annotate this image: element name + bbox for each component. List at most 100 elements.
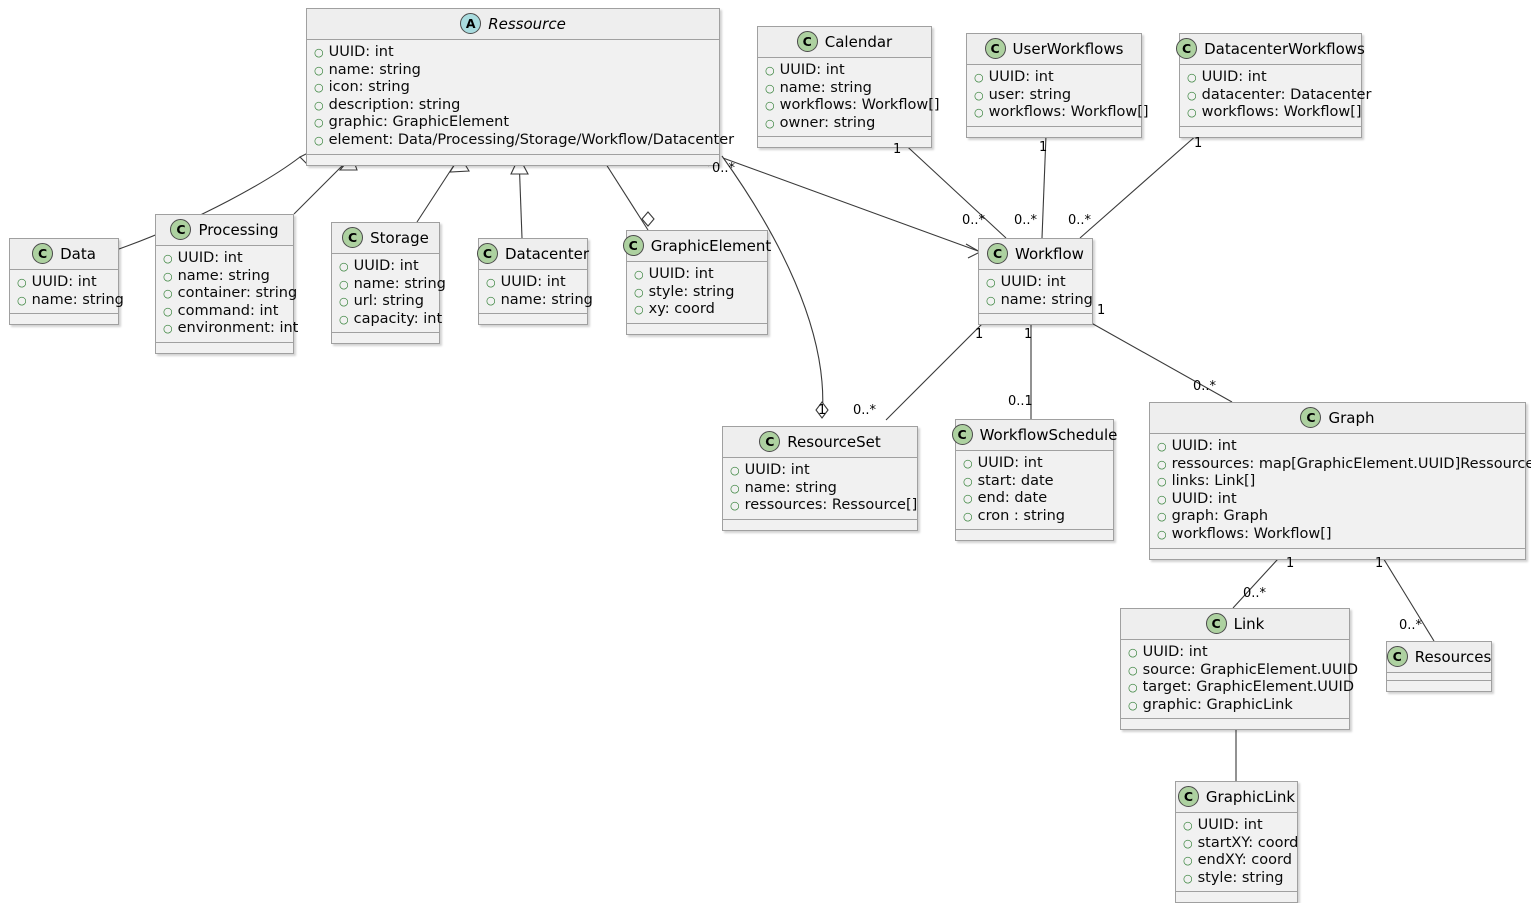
visibility-public-icon: ○ [963, 509, 973, 523]
attribute-text: name: string [31, 291, 124, 308]
visibility-public-icon: ○ [963, 474, 973, 488]
class-name: Graph [1328, 408, 1375, 427]
visibility-public-icon: ○ [1183, 819, 1193, 832]
attribute-text: UUID: int [977, 455, 1043, 471]
class-methods-compartment [1176, 892, 1297, 903]
attribute-text: UUID: int [1197, 817, 1263, 833]
class-attribute: ○UUID: int [314, 44, 713, 62]
class-attribute: ○endXY: coord [1183, 852, 1292, 870]
edge-datacenterworkflows-workflow [1079, 133, 1199, 239]
attribute-text: style: string [1197, 869, 1284, 886]
class-attribute: ○startXY: coord [1183, 835, 1298, 853]
visibility-public-icon: ○ [1128, 646, 1138, 659]
attribute-text: UUID: int [1171, 438, 1237, 454]
class-attribute: ○graphic: GraphicLink [1128, 697, 1343, 715]
class-attribute: ○UUID: int [1157, 438, 1519, 456]
class-attribute: ○ UUID: int [1183, 817, 1291, 835]
class-methods-compartment [1121, 719, 1349, 730]
attribute-text: workflows: Workflow[] [1201, 104, 1362, 121]
class-icon: C [951, 424, 973, 445]
visibility-public-icon: ○ [730, 481, 740, 495]
attribute-text: graph: Graph [1171, 508, 1269, 525]
class-name: Workflow [1015, 244, 1084, 263]
class-attributes-processing: ○UUID: int○name: string○container: strin… [156, 246, 298, 343]
class-box-graphiclink[interactable]: C GraphicLink ○ UUID: int ○startXY: coord○en… [1175, 781, 1298, 903]
class-attribute: ○start: date [963, 473, 1107, 491]
visibility-public-icon: ○ [339, 295, 349, 309]
class-attribute: ○xy: coord [634, 301, 761, 319]
multiplicity-label: 1 [1097, 303, 1106, 318]
visibility-public-icon: ○ [314, 46, 324, 59]
attribute-text: name: string [177, 267, 270, 284]
class-attribute: ○name: string [986, 292, 1093, 310]
class-attribute: ○workflows: Workflow[] [765, 97, 940, 115]
visibility-public-icon: ○ [486, 276, 496, 289]
class-methods-compartment [967, 126, 1141, 137]
class-attribute: ○name: string [486, 292, 593, 310]
class-name: GraphicLink [1205, 787, 1296, 806]
class-attributes-datacenter: ○ UUID: int ○name: string [479, 270, 593, 315]
visibility-public-icon: ○ [314, 116, 324, 130]
class-name: GraphicElement [650, 236, 772, 255]
class-attributes-userworkflows: ○UUID: int○user: string○workflows: Workf… [967, 65, 1149, 127]
visibility-public-icon: ○ [17, 276, 27, 289]
visibility-public-icon: ○ [634, 268, 644, 281]
multiplicity-label: 0..1 [1008, 394, 1033, 409]
visibility-public-icon: ○ [339, 260, 349, 273]
class-name: DatacenterWorkflows [1204, 39, 1365, 58]
class-attribute: ○cron : string [963, 508, 1107, 526]
class-attribute: ○url: string [339, 293, 433, 311]
attribute-text: UUID: int [500, 274, 566, 290]
visibility-public-icon: ○ [765, 81, 775, 95]
attribute-text: graphic: GraphicElement [328, 114, 510, 131]
class-icon: C [1177, 786, 1199, 807]
attribute-text: user: string [988, 86, 1072, 103]
visibility-public-icon: ○ [730, 464, 740, 477]
multiplicity-label: 1 [1375, 556, 1384, 571]
class-attribute: ○UUID: int [634, 266, 761, 284]
class-attribute: ○UUID: int [17, 274, 112, 292]
visibility-public-icon: ○ [1187, 71, 1197, 84]
class-icon: C [476, 243, 498, 264]
class-attribute: ○UUID: int [963, 455, 1107, 473]
visibility-public-icon: ○ [339, 277, 349, 291]
visibility-public-icon: ○ [974, 71, 984, 84]
class-attribute: ○element: Data/Processing/Storage/Workfl… [314, 132, 734, 150]
visibility-public-icon: ○ [163, 252, 173, 265]
class-attributes-graphiclink: ○ UUID: int○startXY: coord○endXY: coord ○ s… [1176, 813, 1298, 893]
visibility-public-icon: ○ [765, 116, 775, 130]
attribute-text: UUID: int [1201, 69, 1267, 85]
class-attribute: ○UUID: int [765, 62, 925, 80]
class-icon: C [342, 227, 364, 248]
attribute-text: end: date [977, 490, 1048, 507]
class-name: Ressource [488, 14, 566, 33]
attribute-text: workflows: Workflow[] [779, 97, 940, 114]
class-attributes-link: ○UUID: int○source: GraphicElement.UUID○t… [1121, 640, 1358, 720]
class-attribute: ○workflows: Workflow[] [1187, 104, 1362, 122]
class-header-graphicelement: C GraphicElement [622, 231, 771, 262]
visibility-public-icon: ○ [314, 133, 324, 147]
class-name: Processing [198, 220, 279, 239]
class-attribute: ○workflows: Workflow[] [1157, 526, 1519, 544]
class-icon: C [1176, 38, 1198, 59]
attribute-text: workflows: Workflow[] [1171, 525, 1332, 542]
class-icon: C [622, 235, 644, 256]
